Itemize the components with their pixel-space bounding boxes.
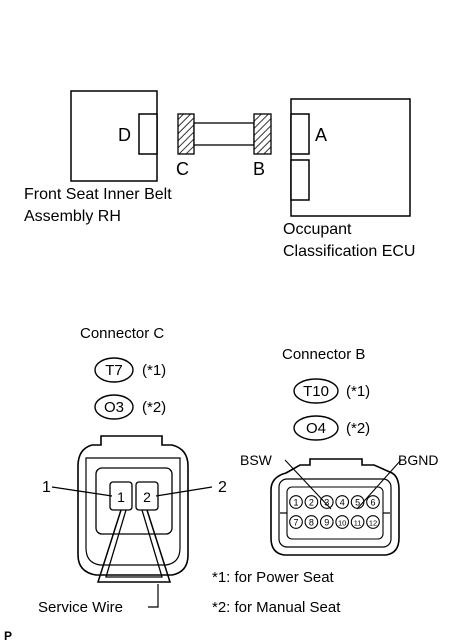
- connector-b-pin-2-label: 2: [309, 497, 314, 507]
- connector-b-pin-3-label: 3: [324, 497, 329, 507]
- connector-b-pin-10: [335, 515, 350, 529]
- connector-b-pin-2: [304, 495, 319, 509]
- connector-b-code1-oval: [293, 378, 339, 404]
- bgnd-label: BGND: [398, 452, 438, 468]
- connector-d-housing: [138, 113, 158, 155]
- corner-mark: P: [4, 629, 12, 643]
- connector-c-code2: O3: [104, 399, 124, 416]
- connector-b-pin-9-label: 9: [324, 517, 329, 527]
- harness-body: [193, 122, 255, 146]
- connector-c-pin-2-label: 2: [143, 489, 151, 505]
- connector-b-pin-8-label: 8: [309, 517, 314, 527]
- connector-b-pin-7-label: 7: [293, 517, 298, 527]
- ecu-second-connector: [290, 159, 310, 201]
- connector-b-pin-8: [304, 515, 319, 529]
- connector-b-note1: (*1): [346, 383, 370, 400]
- connector-b-pin-10-label: 10: [338, 518, 346, 527]
- connector-b-plug: [253, 113, 272, 155]
- connector-c-code1: T7: [105, 362, 123, 379]
- connector-b-code1: T10: [303, 383, 329, 400]
- connector-c-callout-2-line: [155, 486, 213, 497]
- connector-b-title: Connector B: [282, 346, 365, 363]
- connector-c-label: C: [176, 159, 189, 179]
- connector-b-pin-6: [366, 495, 380, 509]
- connector-c-callout-1-line: [51, 486, 113, 497]
- bsw-label: BSW: [240, 452, 273, 468]
- service-wire: [96, 509, 172, 583]
- service-wire-leader: [148, 584, 159, 608]
- connector-b-code2: O4: [306, 420, 326, 437]
- connector-c-pin-1-label: 1: [117, 489, 125, 505]
- connector-c-code1-oval: [94, 357, 134, 383]
- connector-c-code2-oval: [94, 394, 134, 420]
- connector-b-pin-6-label: 6: [370, 497, 375, 507]
- seat-belt-label-line1: Front Seat Inner Belt: [24, 186, 172, 203]
- bgnd-leader: [356, 459, 402, 510]
- connector-b-pin-1: [289, 495, 303, 509]
- occupant-classification-ecu: A: [290, 98, 411, 217]
- connector-b-pin-12: [366, 515, 380, 529]
- connector-b-code2-oval: [293, 415, 339, 441]
- connector-b-pin-12-label: 12: [369, 518, 377, 527]
- connector-c-callout-1: 1: [42, 479, 51, 496]
- connector-c-callout-2: 2: [218, 479, 227, 496]
- connector-c-face: 1 2: [77, 435, 189, 576]
- ecu-label-line1: Occupant: [283, 221, 352, 238]
- connector-b-pin-4-label: 4: [340, 497, 345, 507]
- connector-b-pin-5-label: 5: [355, 497, 360, 507]
- connector-b-pin-11-label: 11: [354, 518, 362, 527]
- bsw-leader: [284, 459, 332, 510]
- connector-b-label: B: [253, 159, 265, 179]
- connector-d-label: D: [118, 125, 131, 145]
- connector-a-housing: [290, 113, 310, 155]
- seat-belt-assembly: D: [70, 90, 158, 182]
- connector-b-pin-11: [350, 515, 365, 529]
- seat-belt-label-line2: Assembly RH: [24, 208, 121, 225]
- connector-b-pin-1-label: 1: [293, 497, 298, 507]
- ecu-label-line2: Classification ECU: [283, 243, 415, 260]
- service-wire-label: Service Wire: [38, 599, 123, 616]
- connector-c-title: Connector C: [80, 325, 164, 342]
- footnote-2: *2: for Manual Seat: [212, 599, 341, 616]
- connector-b-pin-4: [335, 495, 350, 509]
- connector-b-pin-3: [319, 495, 334, 509]
- connector-b-pin-9: [319, 515, 334, 529]
- connector-c-plug: [177, 113, 195, 155]
- connector-c-note2: (*2): [142, 399, 166, 416]
- footnote-1: *1: for Power Seat: [212, 569, 335, 586]
- intermediate-harness: C B: [176, 113, 272, 179]
- connector-a-label: A: [315, 125, 327, 145]
- connector-b-note2: (*2): [346, 420, 370, 437]
- connector-b-pin-7: [289, 515, 303, 529]
- connector-c-note1: (*1): [142, 362, 166, 379]
